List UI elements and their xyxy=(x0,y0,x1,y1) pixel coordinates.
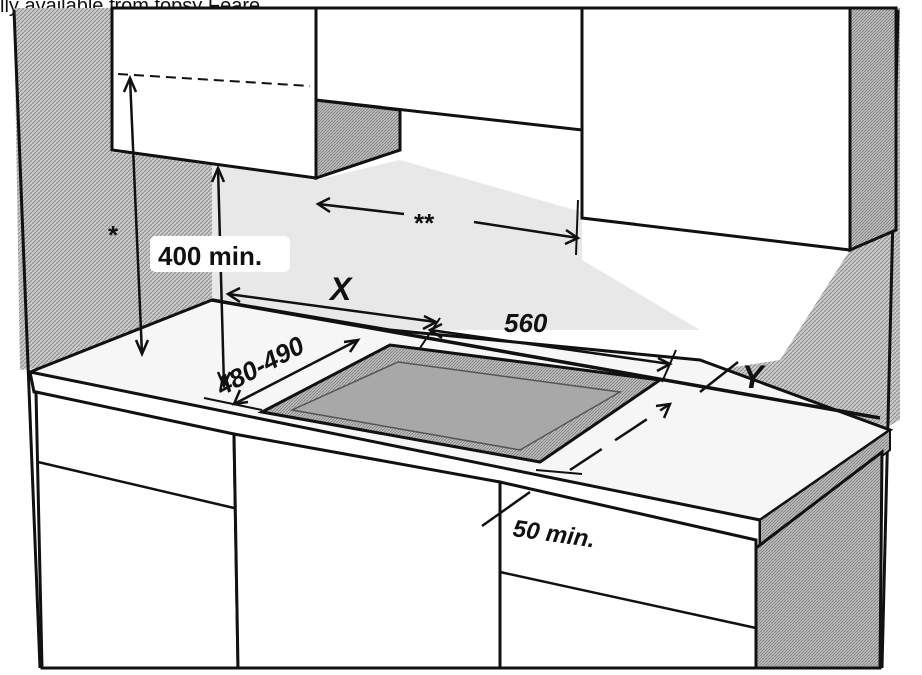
dim-double-asterisk-line xyxy=(317,202,579,240)
dim-y-tick-front xyxy=(535,469,583,475)
dim-y-arrow xyxy=(655,402,673,419)
dim-560-line xyxy=(429,328,671,366)
upper-cabinet-right xyxy=(580,6,852,252)
label-y: Y xyxy=(742,359,766,395)
label-x: X xyxy=(328,271,353,307)
dim-asterisk-arrow-top xyxy=(122,74,138,93)
dim-400-arrow-bottom xyxy=(216,371,232,390)
back-wall-left xyxy=(14,8,212,370)
dim-560-tick-left xyxy=(419,317,441,349)
dim-400-line xyxy=(216,167,226,387)
dim-y-line xyxy=(569,402,671,472)
dim-double-asterisk-arrow-left xyxy=(315,196,331,214)
label-400-min: 400 min. xyxy=(158,241,262,271)
reference-line-back xyxy=(211,298,881,420)
base-cabinet-right-drawer-line xyxy=(499,570,757,630)
label-400-bg xyxy=(150,236,290,272)
dim-560-arrow-left xyxy=(427,322,443,340)
upper-cabinet-right-side xyxy=(848,6,898,253)
dim-480-line xyxy=(233,338,359,406)
dim-50-line xyxy=(481,490,531,528)
dim-400-arrow-top xyxy=(210,164,226,183)
dim-x-line xyxy=(227,292,437,324)
dim-asterisk-line xyxy=(128,77,144,355)
back-wall-right xyxy=(650,8,900,428)
label-asterisk: * xyxy=(108,220,119,250)
dim-x-arrow-left xyxy=(225,286,241,304)
dim-560-tick-right xyxy=(661,349,677,383)
dim-480-arrow-top xyxy=(343,338,361,353)
dim-y-tick-back xyxy=(699,361,739,393)
label-560: 560 xyxy=(504,308,548,338)
base-cabinet-right-side xyxy=(754,448,884,670)
hob-cutout-inner xyxy=(289,361,623,451)
upper-cabinet-left xyxy=(110,6,318,180)
label-double-asterisk: ** xyxy=(414,208,435,238)
dim-480-tick xyxy=(203,397,263,411)
dim-asterisk-arrow-bottom xyxy=(134,339,150,358)
dim-double-asterisk-tick xyxy=(575,199,579,256)
dim-x-arrow-right xyxy=(422,314,439,331)
wall-left-edge xyxy=(12,9,42,669)
dim-double-asterisk-arrow-right xyxy=(564,228,581,246)
base-cabinet-left-door xyxy=(34,390,240,670)
back-wall-center xyxy=(212,160,700,330)
upper-cabinet-dashed-top xyxy=(117,73,311,87)
base-cabinet-left-drawer-line xyxy=(37,460,235,510)
